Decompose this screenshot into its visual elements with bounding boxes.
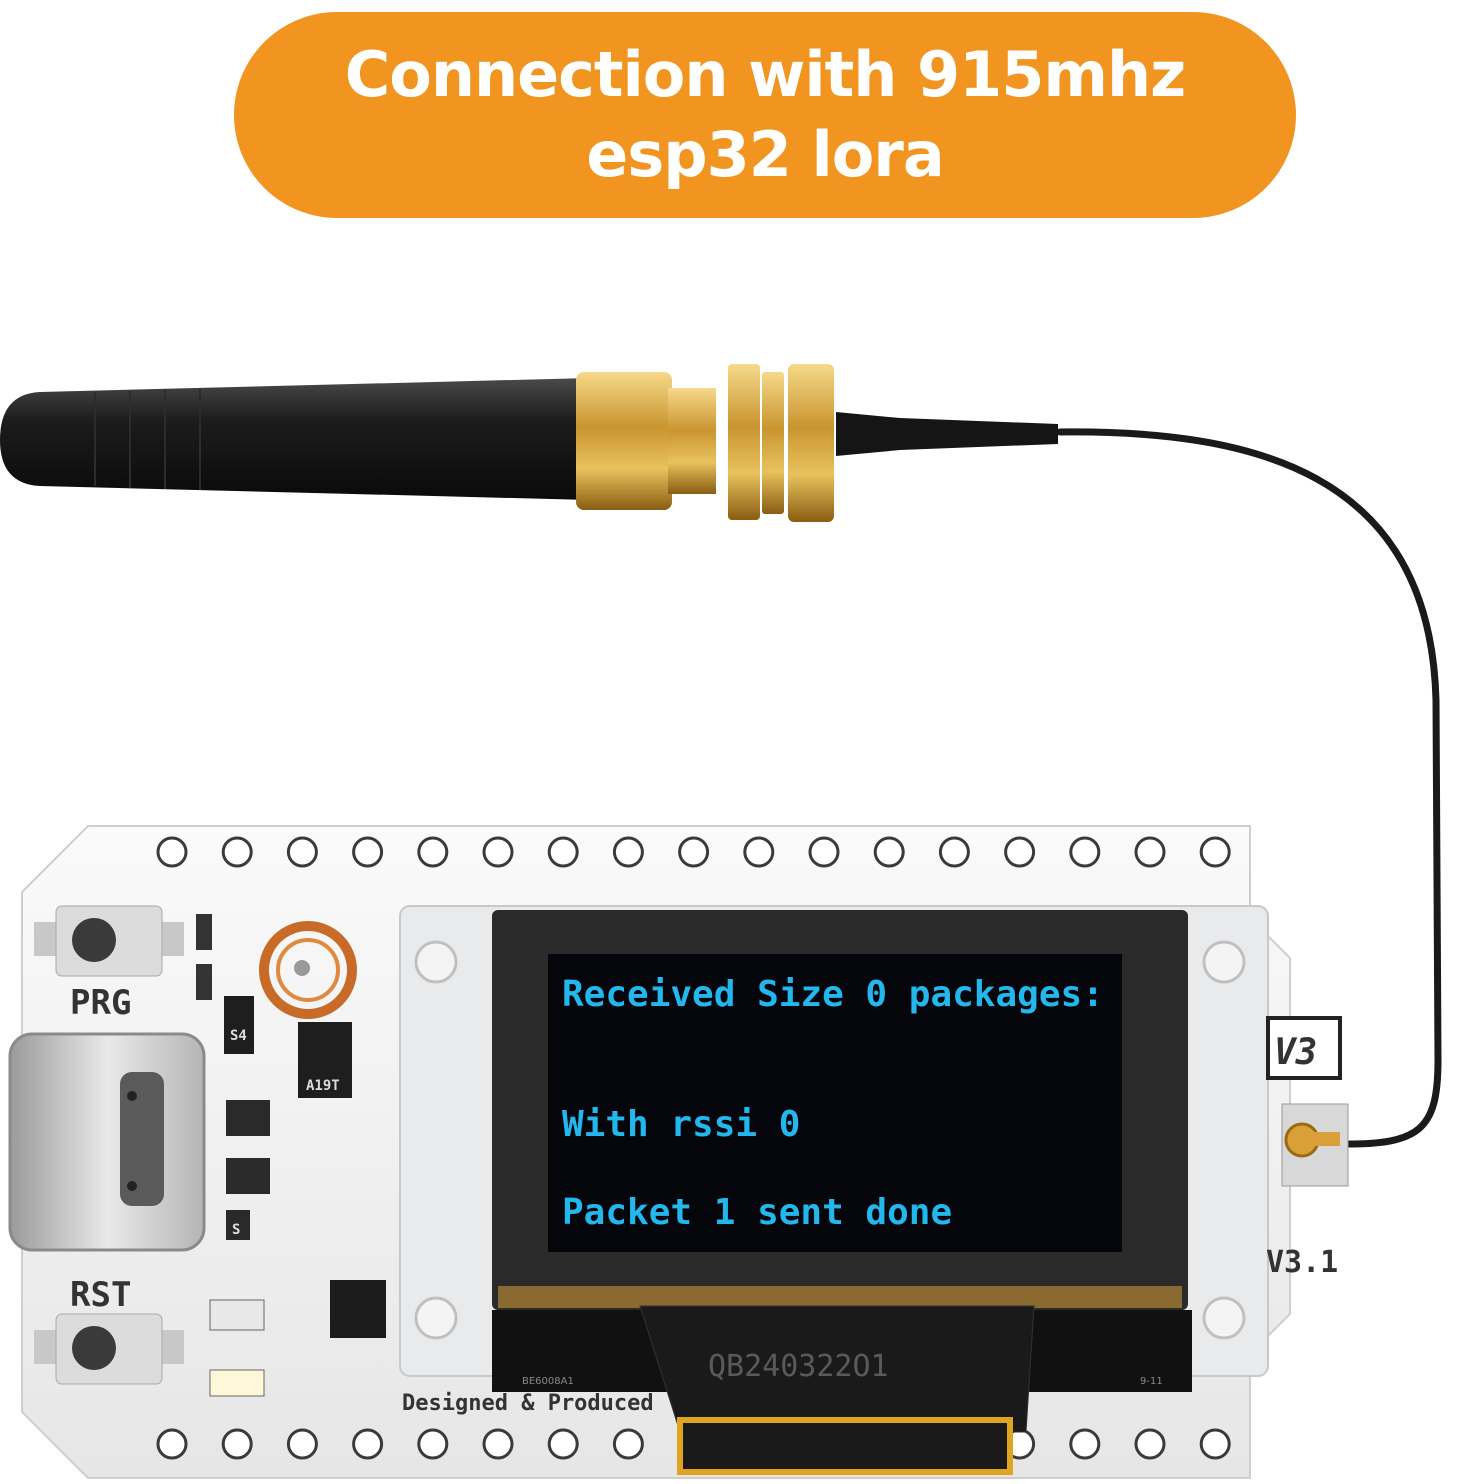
- designed-text: Designed & Produced: [402, 1391, 654, 1416]
- module-small-left: BE6008A1: [522, 1376, 574, 1387]
- module-code: QB240322O1: [708, 1349, 889, 1384]
- header-hole: [482, 1428, 514, 1460]
- oled-line-2: With rssi 0: [562, 1104, 800, 1145]
- header-hole: [1134, 1428, 1166, 1460]
- prg-label: PRG: [70, 983, 131, 1023]
- version-badge: [1266, 1016, 1342, 1080]
- header-hole: [678, 836, 710, 868]
- sma-connector: [576, 364, 834, 522]
- oled-line-1: Received Size 0 packages:: [562, 974, 1104, 1015]
- header-hole: [156, 836, 188, 868]
- oled-flex-cable: [492, 1305, 1192, 1475]
- header-hole: [1004, 836, 1036, 868]
- header-hole: [938, 836, 970, 868]
- antenna-cable: [836, 412, 1442, 1148]
- chip-label-a: A19T: [306, 1078, 340, 1094]
- header-hole: [808, 836, 840, 868]
- module-small-right: 9-11: [1140, 1376, 1163, 1387]
- oled-screen: Received Size 0 packages: With rssi 0 Pa…: [548, 954, 1122, 1252]
- usb-c-port: [8, 1032, 206, 1252]
- header-hole: [743, 836, 775, 868]
- smd-components: [196, 914, 386, 1397]
- header-hole: [1069, 1428, 1101, 1460]
- header-hole: [286, 836, 318, 868]
- header-hole: [482, 836, 514, 868]
- prg-button[interactable]: [34, 905, 184, 977]
- header-hole: [1134, 836, 1166, 868]
- version-label: V3.1: [1266, 1245, 1338, 1280]
- oled-line-3: Packet 1 sent done: [562, 1192, 952, 1233]
- header-hole: [1069, 836, 1101, 868]
- header-hole: [1199, 1428, 1231, 1460]
- ipex-connector: [1281, 1103, 1349, 1187]
- title-banner: Connection with 915mhz esp32 lora: [234, 12, 1296, 218]
- rst-button[interactable]: [34, 1313, 184, 1385]
- header-hole: [221, 1428, 253, 1460]
- header-hole: [1199, 836, 1231, 868]
- header-hole: [612, 836, 644, 868]
- banner-line-1: Connection with 915mhz: [344, 38, 1187, 111]
- banner-line-2: esp32 lora: [586, 118, 944, 191]
- chip-label-c: S: [232, 1222, 240, 1238]
- header-hole: [156, 1428, 188, 1460]
- chip-label-b: S4: [230, 1028, 247, 1044]
- header-hole: [612, 1428, 644, 1460]
- header-hole: [221, 836, 253, 868]
- header-holes-top: [156, 836, 1231, 868]
- header-hole: [547, 836, 579, 868]
- header-hole: [547, 1428, 579, 1460]
- header-hole: [352, 1428, 384, 1460]
- header-hole: [417, 1428, 449, 1460]
- version-badge-text: V3: [1274, 1032, 1317, 1073]
- antenna: [0, 378, 590, 500]
- header-hole: [352, 836, 384, 868]
- rst-label: RST: [70, 1275, 131, 1315]
- coil-inductor: [259, 921, 357, 1019]
- header-hole: [286, 1428, 318, 1460]
- header-hole: [417, 836, 449, 868]
- header-hole: [873, 836, 905, 868]
